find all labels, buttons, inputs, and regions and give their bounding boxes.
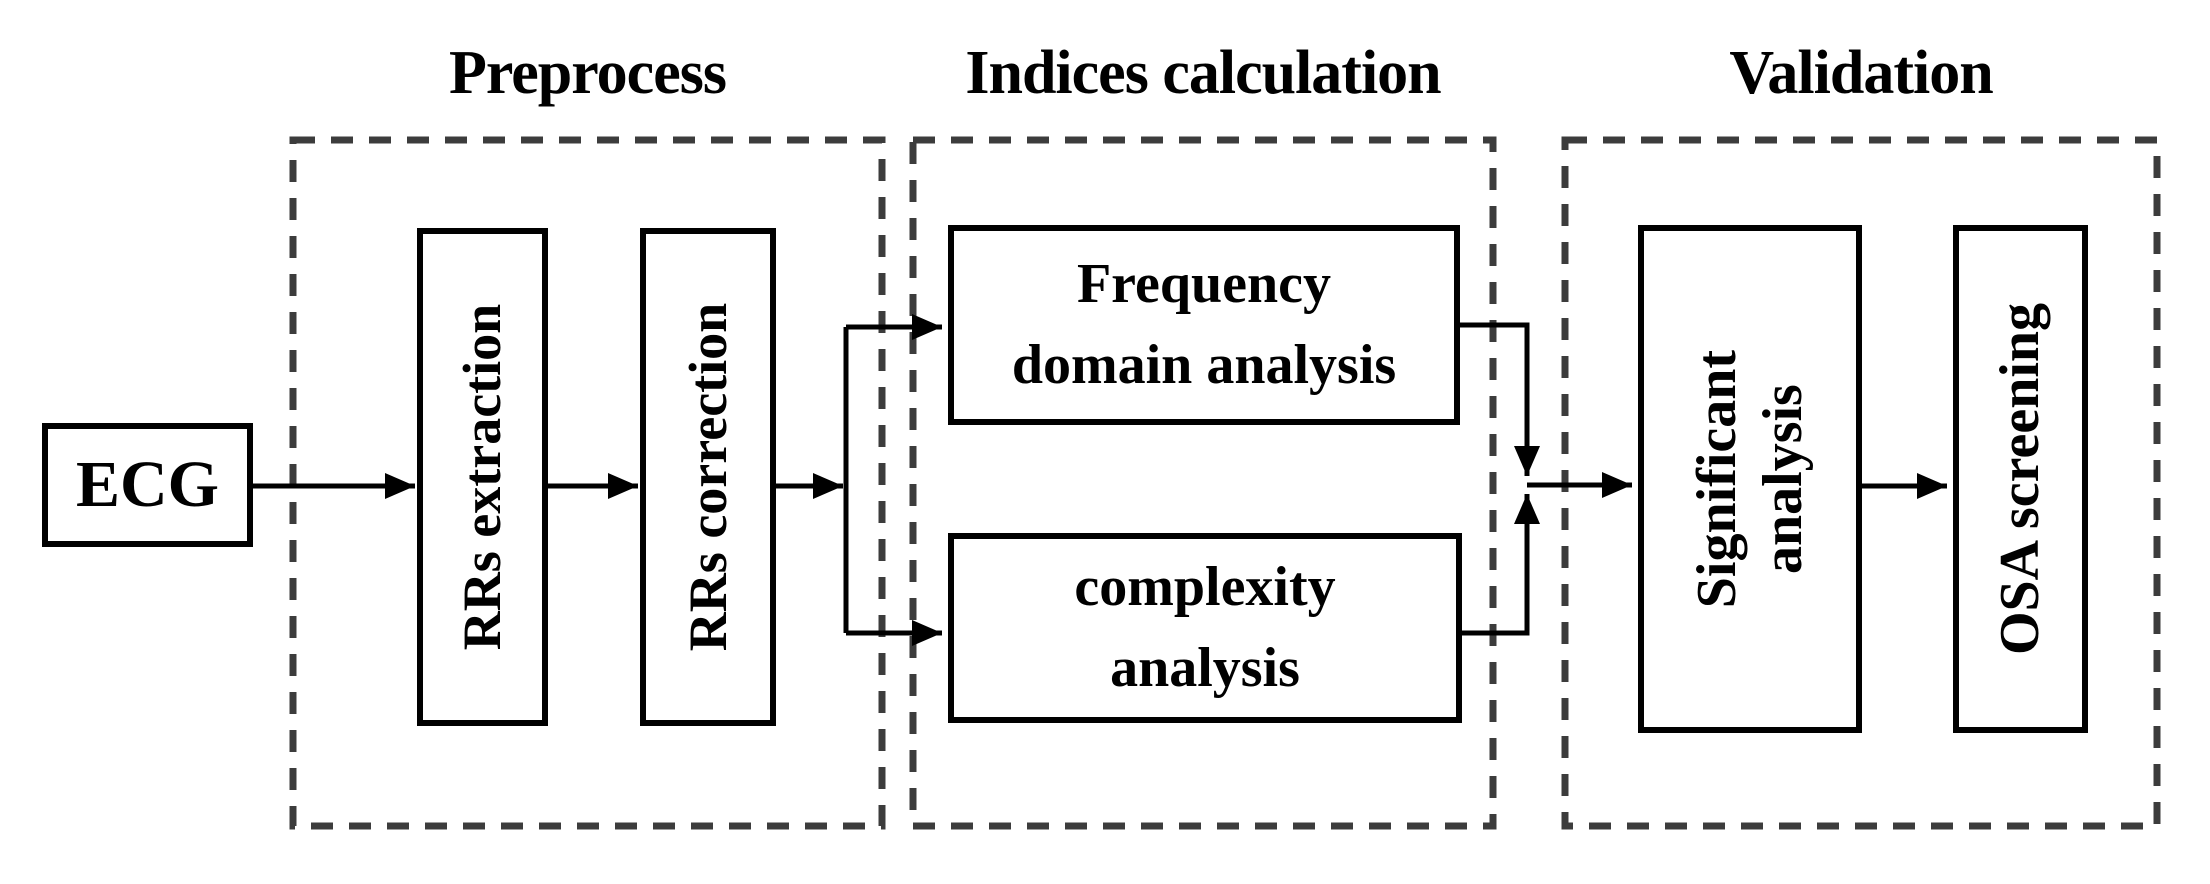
section-title-indices-calculation: Indices calculation (965, 39, 1441, 107)
rrs-correction-node: RRs correction (640, 228, 776, 726)
ecg-node: ECG (42, 423, 253, 547)
arrow-frequency-to-junction (1460, 322, 1540, 476)
significant-analysis-node: Significant analysis (1638, 225, 1862, 733)
complexity-analysis-node: complexity analysis (948, 533, 1462, 723)
significant-analysis-label: Significant analysis (1685, 349, 1815, 609)
complexity-analysis-label: complexity analysis (1074, 555, 1336, 699)
section-title-validation: Validation (1729, 39, 1993, 107)
ecg-label: ECG (75, 448, 220, 521)
rrs-extraction-label: RRs extraction (452, 303, 513, 651)
arrow-complexity-to-junction (1462, 494, 1540, 636)
section-title-preprocess: Preprocess (449, 39, 727, 107)
frequency-domain-analysis-node: Frequency domain analysis (948, 225, 1460, 425)
indices-calculation-dashed-box (909, 136, 1497, 830)
rrs-extraction-node: RRs extraction (417, 228, 548, 726)
preprocess-dashed-box (289, 136, 886, 830)
frequency-domain-analysis-label: Frequency domain analysis (1011, 252, 1397, 396)
osa-screening-label: OSA screening (1989, 302, 2052, 656)
rrs-correction-label: RRs correction (678, 302, 739, 652)
osa-screening-node: OSA screening (1953, 225, 2088, 733)
